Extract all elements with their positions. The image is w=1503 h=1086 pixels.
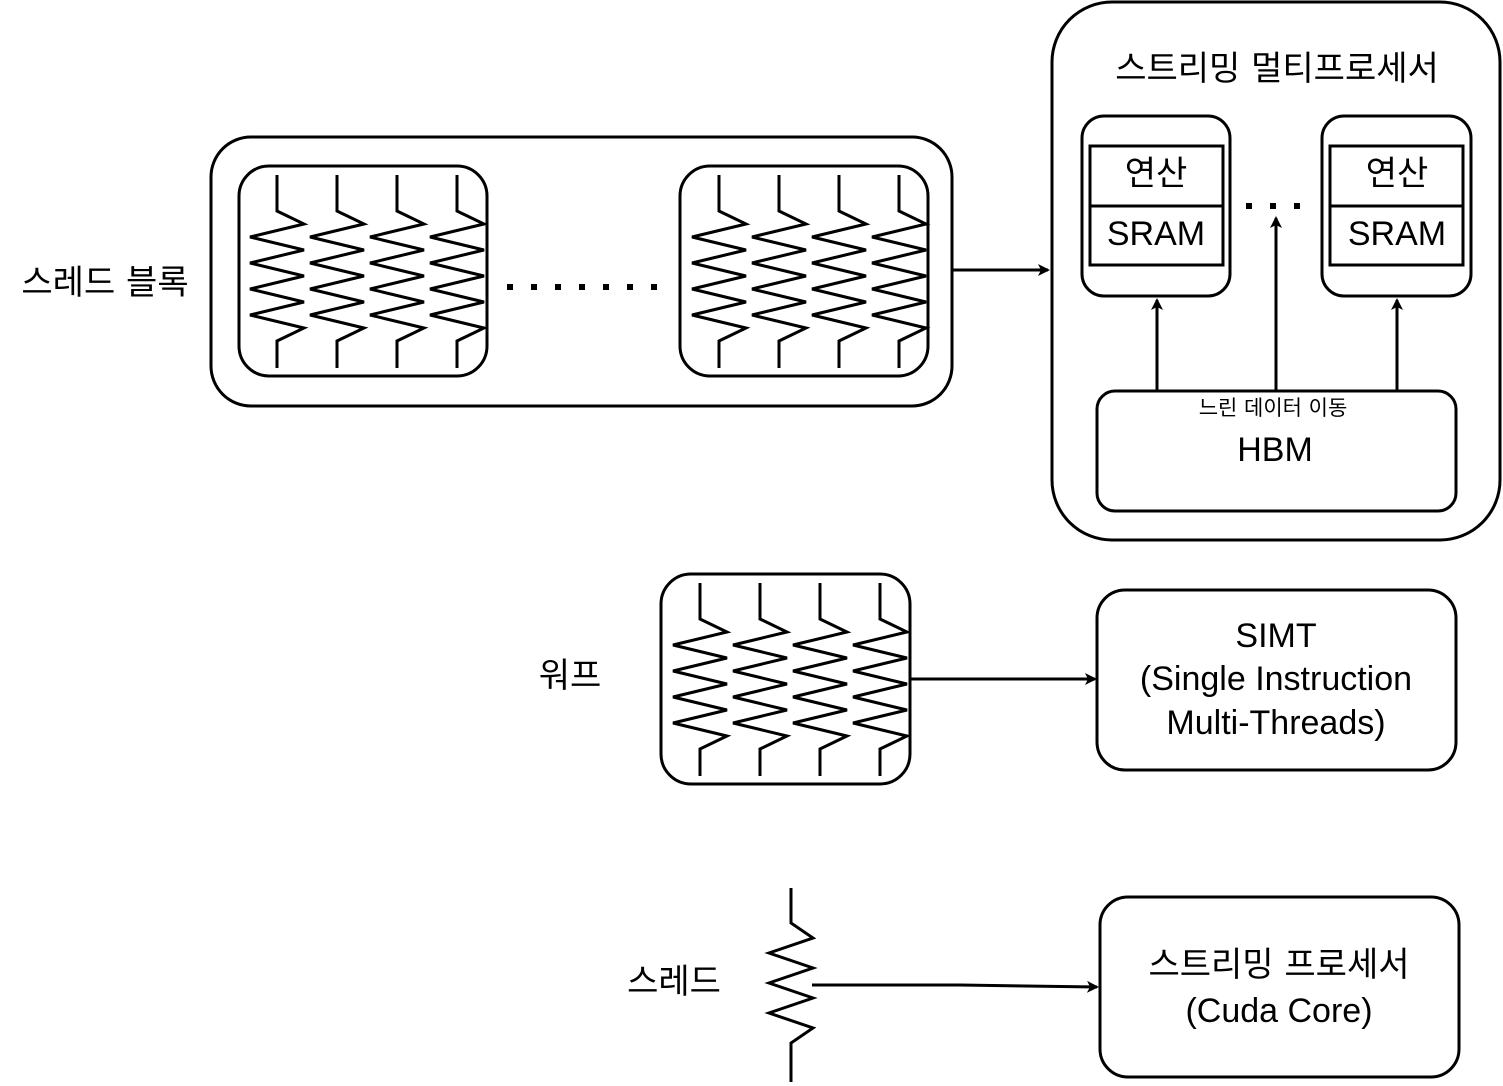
sram-cell-left [1088,204,1225,267]
thread-zigzag [369,175,429,368]
warp-group-first [237,164,489,378]
warp-box [659,572,912,786]
sm-title: 스트리밍 멀티프로세서 [1115,49,1439,89]
ellipsis-dots [507,284,657,290]
thread-block-first-threads [249,175,489,368]
thread-zigzag [852,583,912,776]
thread-label: 스레드 [627,962,721,1002]
sram-label-left: SRAM [1107,215,1205,253]
single-thread [764,888,818,1082]
simt-box [1095,588,1458,772]
thread-zigzag [871,175,931,368]
warp-threads [672,583,912,776]
hbm-label: HBM [1237,431,1313,469]
hbm-note: 느린 데이터 이동 [1199,396,1348,420]
thread-block-label: 스레드 블록 [21,263,188,303]
simt-subtitle-line1: (Single Instruction [1140,660,1412,698]
core-box [1098,895,1461,1079]
thread-zigzag [672,583,732,776]
arrow-thread-to-core [812,980,1099,993]
thread-zigzag [691,175,751,368]
simt-subtitle-line2: Multi-Threads) [1166,704,1385,742]
warp-group-last [678,164,930,378]
compute-cell-right [1328,144,1465,208]
compute-label-right: 연산 [1366,154,1429,194]
thread-block-last-threads [691,175,931,368]
core-title: 스트리밍 프로세서 [1148,945,1409,985]
sram-label-right: SRAM [1348,215,1446,253]
simt-title: SIMT [1235,617,1316,655]
compute-cell-left [1088,144,1225,208]
thread-zigzag [792,583,852,776]
thread-zigzag [429,175,489,368]
thread-zigzag [764,888,818,1082]
core-subtitle: (Cuda Core) [1185,992,1372,1030]
thread-zigzag [732,583,792,776]
thread-zigzag [751,175,811,368]
thread-zigzag [309,175,369,368]
sm-unit-dots [1246,203,1300,209]
compute-label-left: 연산 [1125,154,1188,194]
sram-cell-right [1328,204,1465,267]
thread-zigzag [249,175,309,368]
thread-zigzag [811,175,871,368]
warp-label: 워프 [539,656,602,696]
